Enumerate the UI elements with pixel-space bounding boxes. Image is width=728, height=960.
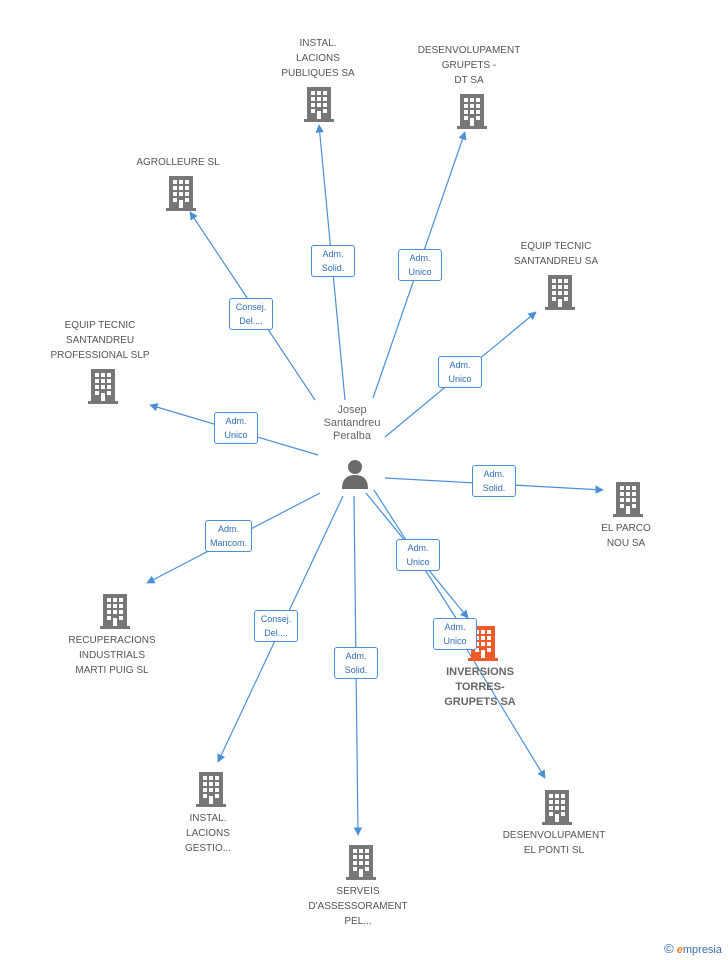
role-badge-inversions-torres-grupets: Adm. Unico — [396, 539, 440, 571]
role-badge-line: Del.... — [239, 316, 263, 326]
role-badge-line: Adm. — [407, 543, 429, 553]
company-label-line: INDUSTRIALS — [78, 650, 146, 661]
company-label-serveis-assessorament[interactable]: SERVEIS D'ASSESSORAMENT PEL... — [308, 884, 407, 929]
role-badge-desenvolupament-el-ponti: Adm. Unico — [433, 618, 477, 650]
role-badge-line: Unico — [406, 557, 430, 567]
relation-edge-desenvolupament-el-ponti — [465, 647, 546, 779]
company-label-line: DESENVOLUPAMENT — [417, 45, 521, 56]
building-icon[interactable] — [543, 273, 577, 311]
role-badge-serveis-assessorament: Adm. Solid. — [334, 647, 378, 679]
company-label-equip-tecnic-santandreu[interactable]: EQUIP TECNIC SANTANDREU SA — [514, 239, 598, 269]
building-icon[interactable] — [455, 92, 489, 130]
role-badge-line: Unico — [224, 430, 248, 440]
role-badge-line: Del.... — [264, 628, 288, 638]
role-badge-line: Unico — [408, 267, 432, 277]
company-label-agrolleure[interactable]: AGROLLEURE SL — [136, 155, 219, 170]
company-label-line: EQUIP TECNIC — [64, 320, 136, 331]
building-icon[interactable] — [98, 592, 132, 630]
company-label-el-parco-nou[interactable]: EL PARCO NOU SA — [601, 521, 650, 551]
company-label-line: SANTANDREU SA — [513, 256, 599, 267]
role-badge-line: Unico — [448, 374, 472, 384]
company-label-line: GRUPETS - — [441, 60, 497, 71]
company-label-recuperacions-industrials[interactable]: RECUPERACIONS INDUSTRIALS MARTI PUIG SL — [68, 633, 155, 678]
company-label-line: PROFESSIONAL SLP — [50, 350, 150, 361]
company-label-line: EL PONTI SL — [523, 845, 585, 856]
role-badge-line: Mancom. — [210, 538, 248, 548]
company-label-inversions-torres-grupets[interactable]: INVERSIONS TORRES- GRUPETS SA — [444, 665, 516, 710]
company-label-line: D'ASSESSORAMENT — [308, 901, 408, 912]
company-label-line: DESENVOLUPAMENT — [502, 830, 606, 841]
company-label-line: PEL... — [344, 916, 372, 927]
role-badge-line: Adm. — [218, 524, 240, 534]
copyright-symbol: © — [664, 941, 674, 956]
company-label-line: MARTI PUIG SL — [75, 665, 149, 676]
company-label-instal-lacions-gestio[interactable]: INSTAL. LACIONS GESTIO... — [185, 811, 231, 856]
role-badge-desenvolupament-grupets-dt: Adm. Unico — [398, 249, 442, 281]
role-badge-line: Unico — [443, 636, 467, 646]
person-name[interactable]: Josep Santandreu Peralba — [324, 404, 381, 443]
role-badge-line: Solid. — [482, 483, 506, 493]
brand-watermark: © empresia — [664, 941, 722, 956]
role-badge-line: Consej. — [235, 302, 267, 312]
company-label-line: INSTAL. — [189, 813, 227, 824]
company-label-line: AGROLLEURE SL — [136, 157, 220, 168]
role-badge-line: Adm. — [225, 416, 247, 426]
company-label-line: LACIONS — [186, 828, 230, 839]
role-badge-equip-tecnic-professional: Adm. Unico — [214, 412, 258, 444]
building-icon[interactable] — [86, 367, 120, 405]
company-label-line: GESTIO... — [184, 843, 232, 854]
company-label-line: SANTANDREU — [65, 335, 135, 346]
role-badge-line: Adm. — [444, 622, 466, 632]
building-icon[interactable] — [302, 85, 336, 123]
company-label-line: LACIONS — [296, 53, 340, 64]
role-badge-line: Consej. — [260, 614, 292, 624]
building-icon[interactable] — [611, 480, 645, 518]
company-label-equip-tecnic-professional[interactable]: EQUIP TECNIC SANTANDREU PROFESSIONAL SLP — [50, 318, 149, 363]
role-badge-line: Solid. — [344, 665, 368, 675]
company-label-line: INVERSIONS — [446, 666, 514, 678]
company-label-line: SERVEIS — [336, 886, 380, 897]
building-icon[interactable] — [540, 788, 574, 826]
company-label-desenvolupament-el-ponti[interactable]: DESENVOLUPAMENT EL PONTI SL — [503, 828, 606, 858]
brand-initial: e — [676, 944, 683, 956]
role-badge-equip-tecnic-santandreu: Adm. Unico — [438, 356, 482, 388]
company-label-line: INSTAL. — [299, 38, 337, 49]
company-label-line: TORRES- — [455, 681, 505, 693]
role-badge-recuperacions-industrials: Adm. Mancom. — [205, 520, 253, 552]
role-badge-el-parco-nou: Adm. Solid. — [472, 465, 516, 497]
company-label-line: PUBLIQUES SA — [281, 68, 355, 79]
company-label-line: RECUPERACIONS — [68, 635, 156, 646]
brand-name: mpresia — [682, 944, 722, 956]
role-badge-line: Adm. — [409, 253, 431, 263]
role-badge-line: Adm. — [345, 651, 367, 661]
person-name-line: Josep — [337, 404, 367, 416]
person-icon[interactable] — [340, 458, 370, 490]
company-label-desenvolupament-grupets-dt[interactable]: DESENVOLUPAMENT GRUPETS - DT SA — [418, 43, 521, 88]
building-icon[interactable] — [344, 843, 378, 881]
role-badge-instal-lacions-gestio: Consej. Del.... — [254, 610, 298, 642]
company-label-line: DT SA — [454, 75, 484, 86]
building-icon[interactable] — [194, 770, 228, 808]
role-badge-line: Solid. — [321, 263, 345, 273]
role-badge-agrolleure: Consej. Del.... — [229, 298, 273, 330]
person-name-line: Peralba — [333, 430, 371, 442]
role-badge-instal-lacions-publiques: Adm. Solid. — [311, 245, 355, 277]
role-badge-line: Adm. — [449, 360, 471, 370]
company-label-line: EQUIP TECNIC — [520, 241, 592, 252]
company-label-line: EL PARCO — [601, 523, 651, 534]
role-badge-line: Adm. — [483, 469, 505, 479]
role-badge-line: Adm. — [322, 249, 344, 259]
company-label-line: NOU SA — [606, 538, 646, 549]
company-label-instal-lacions-publiques[interactable]: INSTAL. LACIONS PUBLIQUES SA — [281, 36, 354, 81]
building-icon[interactable] — [164, 174, 198, 212]
company-label-line: GRUPETS SA — [444, 696, 516, 708]
person-name-line: Santandreu — [323, 417, 381, 429]
